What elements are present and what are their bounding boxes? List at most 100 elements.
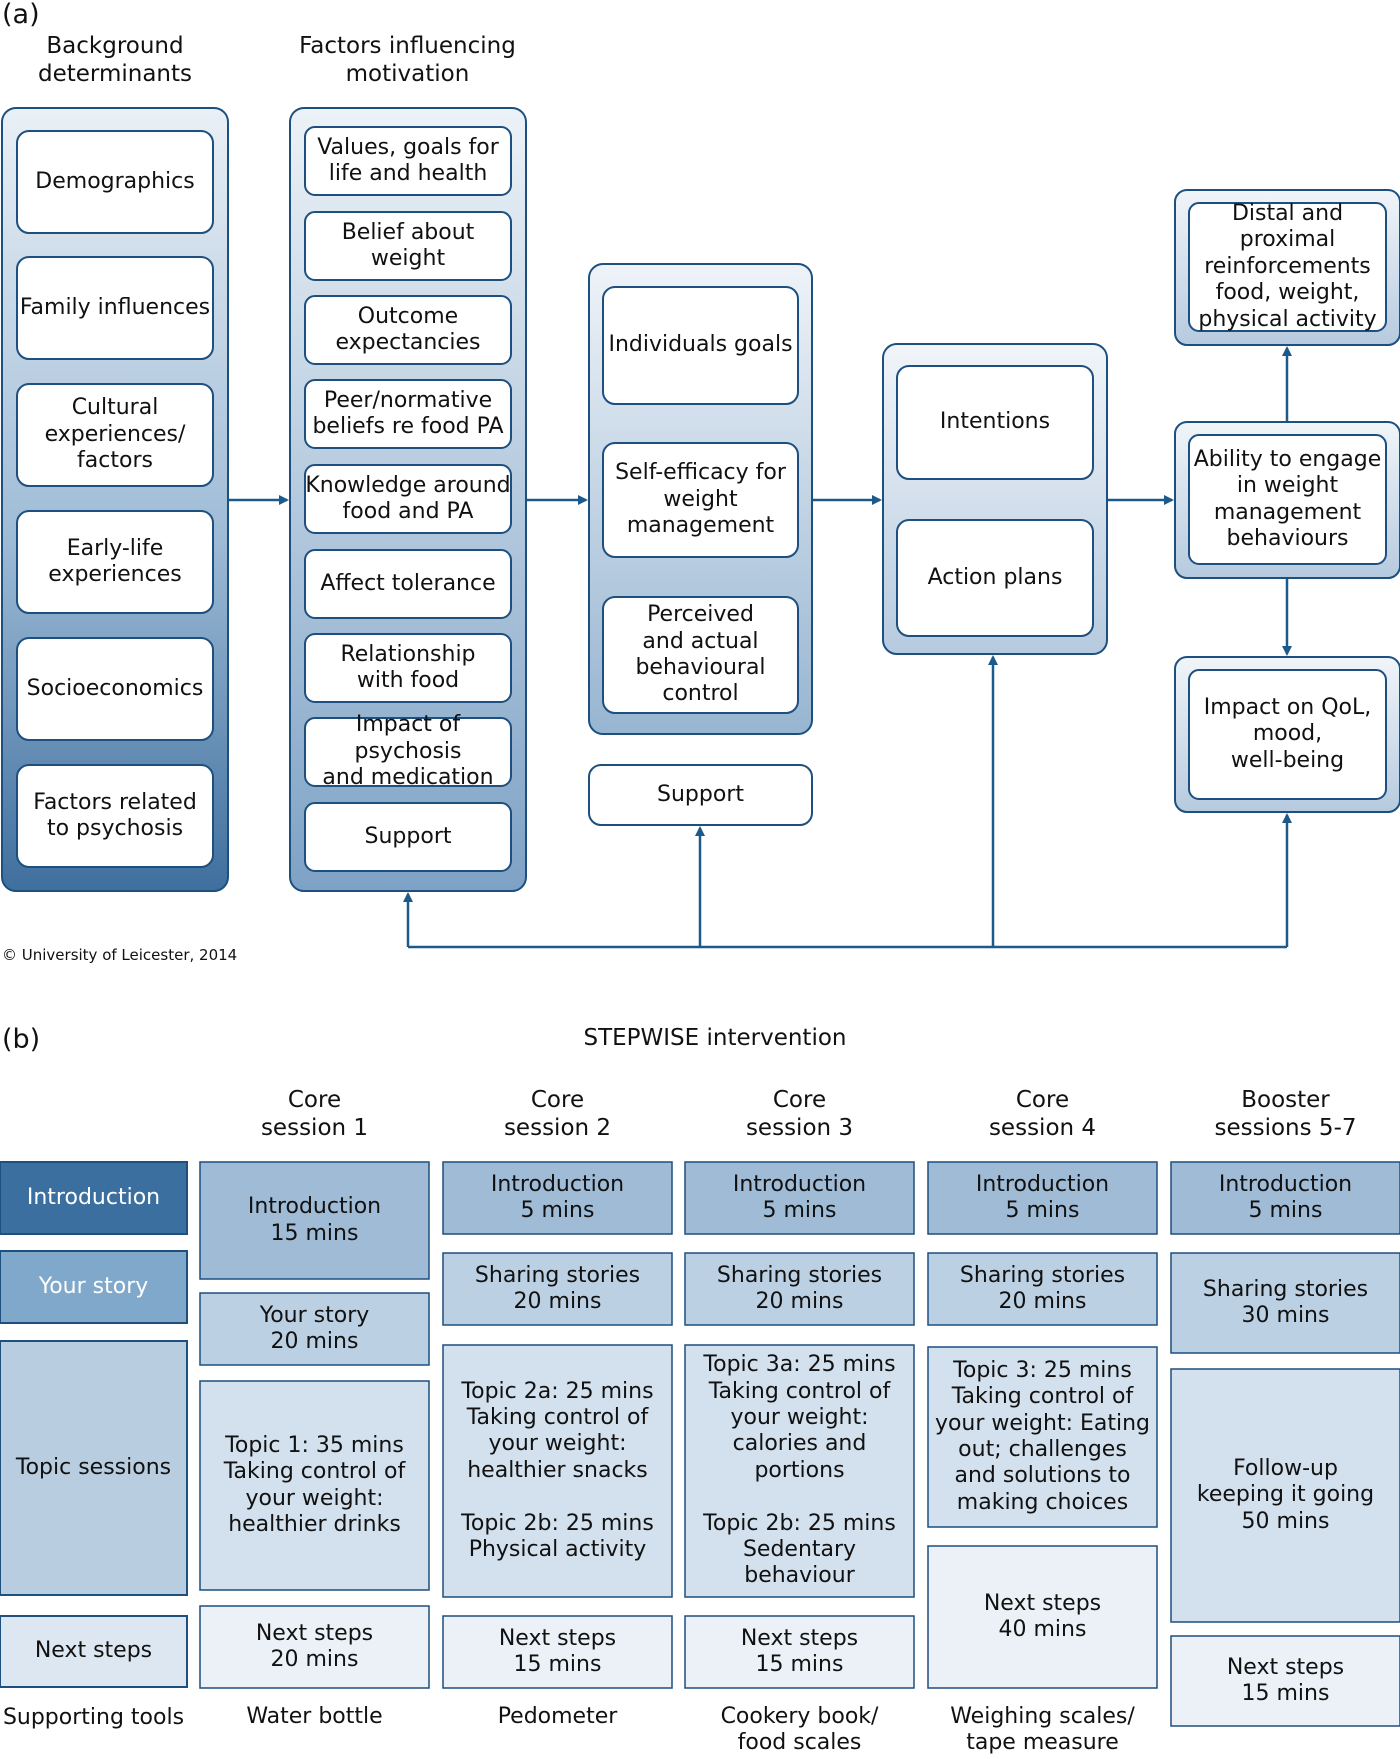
supporting-tool: Pedometer [497, 1704, 618, 1729]
background-item: Factors related to psychosis [33, 789, 197, 841]
goals-item: Self-efficacy for weight management [615, 460, 786, 539]
session-cell-text: Topic 3: 25 mins Taking control of your … [934, 1357, 1151, 1515]
background-item-box [16, 256, 214, 360]
session-cell [927, 1545, 1158, 1689]
session-cell-text: Follow-up keeping it going 50 mins [1196, 1455, 1375, 1534]
session-cell-text: Next steps 40 mins [983, 1590, 1102, 1642]
row-label-box [0, 1161, 188, 1235]
intention-item: Action plans [927, 564, 1063, 590]
session-cell-text: Next steps 15 mins [1226, 1654, 1345, 1706]
background-item: Early-life experiences [48, 535, 182, 587]
row-label: Introduction [26, 1184, 161, 1210]
row-label-box [0, 1250, 188, 1324]
motivation-item-box [304, 295, 512, 365]
motivation-item-box [304, 126, 512, 196]
intention-item: Intentions [939, 409, 1051, 435]
session-cell-text: Topic 1: 35 mins Taking control of your … [223, 1432, 406, 1537]
session-cell [927, 1252, 1158, 1326]
stepwise-title: STEPWISE intervention [583, 1025, 847, 1052]
session-cell [442, 1344, 673, 1598]
motivation-item: Knowledge around food and PA [305, 472, 511, 524]
motivation-item-box [304, 717, 512, 787]
session-cell-text: Introduction 5 mins [732, 1171, 867, 1223]
session-cell-text: Introduction 15 mins [247, 1194, 382, 1246]
supporting-tools-label: Supporting tools [2, 1704, 185, 1730]
background-item-box [16, 637, 214, 741]
motivation-factors-title: Factors influencing motivation [299, 33, 516, 87]
session-cell [199, 1605, 430, 1689]
distal-box [1188, 202, 1387, 332]
motivation-item: Affect tolerance [320, 570, 496, 596]
session-cell-text: Introduction 5 mins [1218, 1171, 1353, 1223]
session-cell [442, 1615, 673, 1689]
session-cell [199, 1292, 430, 1366]
session-cell [1170, 1252, 1400, 1354]
session-cell [684, 1252, 915, 1326]
row-label: Next steps [34, 1638, 153, 1664]
session-cell-text: Sharing stories 20 mins [959, 1262, 1126, 1314]
session-cell [927, 1161, 1158, 1235]
motivation-item-box [304, 464, 512, 534]
session-cell [1170, 1368, 1400, 1623]
session-cell-text: Next steps 15 mins [498, 1625, 617, 1677]
ability-to-engage-label: Ability to engage in weight management b… [1193, 446, 1382, 551]
goals-item-box [602, 442, 799, 558]
row-label: Topic sessions [15, 1454, 172, 1480]
impact-on-qol-label: Impact on QoL, mood, well-being [1203, 694, 1372, 773]
row-label-box [0, 1615, 188, 1688]
support-box [588, 764, 813, 826]
session-cell [684, 1615, 915, 1689]
background-item-box [16, 510, 214, 614]
background-item: Cultural experiences/ factors [44, 395, 186, 474]
session-cell-text: Sharing stories 20 mins [716, 1262, 883, 1314]
session-header: Core session 2 [503, 1087, 612, 1141]
session-cell-text: Sharing stories 20 mins [474, 1262, 641, 1314]
session-cell-text: Sharing stories 30 mins [1202, 1276, 1369, 1328]
background-item: Family influences [19, 294, 211, 320]
session-header: Booster sessions 5-7 [1214, 1087, 1357, 1141]
background-item: Socioeconomics [26, 675, 204, 701]
session-cell [684, 1161, 915, 1235]
goals-item-box [602, 596, 799, 714]
supporting-tool: Cookery book/ food scales [720, 1704, 879, 1756]
motivation-item-box [304, 211, 512, 281]
session-cell-text: Next steps 20 mins [255, 1620, 374, 1672]
panel-a-label: (a) [2, 0, 40, 30]
background-item-box [16, 764, 214, 868]
session-cell-text: Introduction 5 mins [490, 1171, 625, 1223]
session-header: Core session 1 [260, 1087, 369, 1141]
motivation-item: Relationship with food [340, 641, 476, 693]
session-header: Core session 4 [988, 1087, 1097, 1141]
motivation-item-box [304, 379, 512, 449]
motivation-item: Values, goals for life and health [317, 134, 499, 186]
ability-box [1188, 434, 1387, 565]
motivation-item: Belief about weight [341, 219, 475, 271]
session-header: Core session 3 [745, 1087, 854, 1141]
session-cell-text: Topic 2a: 25 mins Taking control of your… [461, 1378, 654, 1562]
distal-reinforcements-label: Distal and proximal reinforcements food,… [1198, 201, 1377, 332]
motivation-item: Outcome expectancies [335, 303, 481, 355]
panel-b-label: (b) [2, 1023, 41, 1055]
session-cell [199, 1380, 430, 1591]
goals-item: Perceived and actual behavioural control [635, 602, 766, 707]
supporting-tool: Weighing scales/ tape measure [950, 1704, 1135, 1756]
background-item-box [16, 383, 214, 487]
motivation-item: Impact of psychosis and medication [322, 712, 494, 791]
session-cell [684, 1344, 915, 1598]
session-cell [199, 1161, 430, 1280]
intention-item-box [896, 519, 1094, 637]
session-cell [1170, 1635, 1400, 1727]
motivation-item: Peer/normative beliefs re food PA [312, 387, 504, 439]
impact-box [1188, 669, 1387, 800]
session-cell-text: Topic 3a: 25 mins Taking control of your… [703, 1352, 896, 1589]
session-cell [927, 1346, 1158, 1528]
support-label: Support [657, 781, 744, 807]
session-cell [442, 1252, 673, 1326]
session-cell-text: Your story 20 mins [259, 1302, 370, 1354]
session-cell-text: Introduction 5 mins [975, 1171, 1110, 1223]
motivation-item-box [304, 549, 512, 619]
row-label: Your story [38, 1273, 149, 1299]
supporting-tool: Water bottle [246, 1704, 383, 1729]
